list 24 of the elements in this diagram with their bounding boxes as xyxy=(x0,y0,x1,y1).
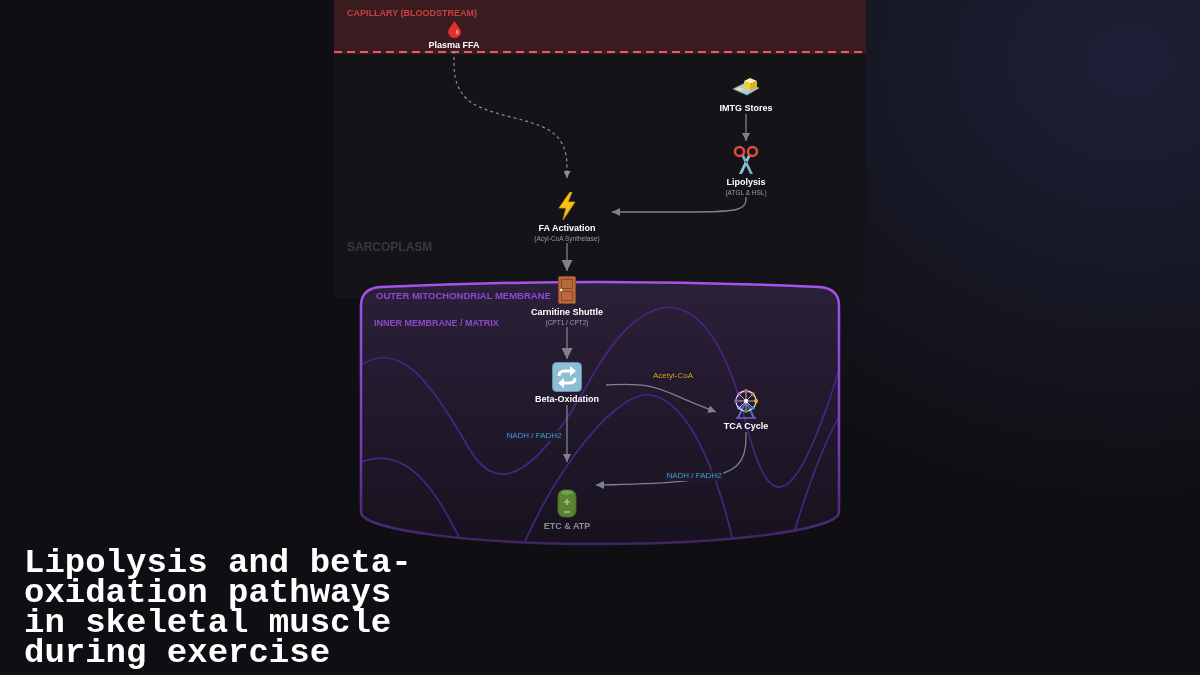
membrane-label: INNER MEMBRANE / MATRIX xyxy=(374,318,499,329)
dashed-arrow xyxy=(453,50,571,179)
arrow xyxy=(742,113,750,142)
arrow xyxy=(611,196,747,216)
step-title: ETC & ATP xyxy=(543,521,591,532)
step-title: Plasma FFA xyxy=(428,40,480,51)
edge-label: Acetyl-CoA xyxy=(651,371,695,381)
region-label: CAPILLARY (BLOODSTREAM) xyxy=(347,8,477,19)
diagram-title: Lipolysis and beta-oxidation pathways in skeletal muscle during exercise xyxy=(24,548,413,668)
arrow xyxy=(563,404,571,463)
edge-label: NADH / FADH2 xyxy=(504,431,564,441)
step-title: FA Activation xyxy=(538,223,596,234)
step-title: IMTG Stores xyxy=(719,103,773,114)
step-title: Beta-Oxidation xyxy=(535,394,599,405)
arrow xyxy=(561,242,573,272)
step-title: Carnitine Shuttle xyxy=(531,307,603,318)
step-title: TCA Cycle xyxy=(723,421,769,432)
step-title: Lipolysis xyxy=(726,177,766,188)
sarcoplasm-panel xyxy=(334,54,866,298)
membrane-label: OUTER MITOCHONDRIAL MEMBRANE xyxy=(376,291,551,302)
edge-label: NADH / FADH2 xyxy=(664,471,724,481)
arrow xyxy=(561,326,573,360)
arrow xyxy=(605,383,717,413)
capillary-band xyxy=(334,0,866,54)
